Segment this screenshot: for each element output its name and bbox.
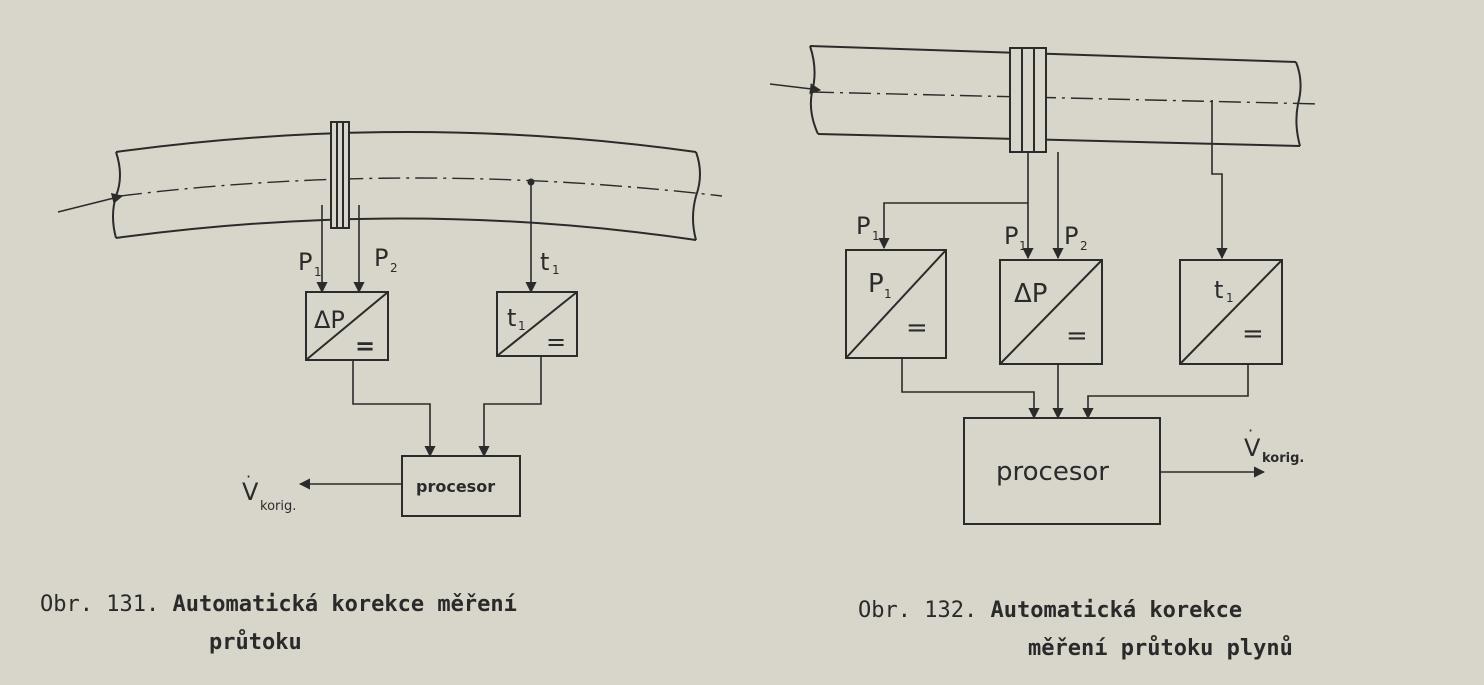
t-to-processor	[478, 356, 542, 458]
orifice-plate	[330, 121, 350, 229]
processor-label-left: procesor	[416, 477, 495, 496]
flow-inlet-arrow-right	[769, 83, 822, 95]
t-transducer-box-right	[1179, 259, 1283, 365]
caption-figure-132: Obr. 132. Automatická korekce měření prů…	[858, 592, 1293, 668]
dp-box-top-label: ΔP	[314, 306, 345, 334]
dp-transducer-box-right	[999, 259, 1103, 365]
dp-box-top-label-right: ΔP	[1014, 279, 1047, 309]
caption-132-line2: měření průtoku plynů	[1028, 636, 1293, 661]
figure-132	[769, 45, 1321, 525]
figure-131	[57, 121, 723, 517]
caption-131-number: Obr. 131.	[40, 592, 160, 617]
label-p1-left-right-sub: 1	[872, 229, 880, 243]
dp-box-bottom-label-right: =	[1066, 321, 1088, 351]
pipe-left-break	[112, 151, 121, 239]
caption-131-line2: průtoku	[209, 630, 302, 655]
caption-132-line1: Automatická korekce	[990, 598, 1243, 623]
label-p2-mid-sub: 2	[1080, 239, 1088, 253]
figure-132-labels: P 1 P 1 P 2 P 1 = ΔP = t 1 = procesor V …	[856, 212, 1304, 487]
processor-label-right: procesor	[996, 457, 1109, 487]
output-label-right: V	[1244, 434, 1261, 462]
caption-figure-131: Obr. 131. Automatická korekce měření prů…	[40, 586, 517, 662]
pipe-right-break	[692, 151, 701, 241]
t-box-top-label: t	[507, 304, 516, 332]
label-p2: P	[374, 244, 388, 272]
flow-inlet-arrow	[57, 193, 124, 213]
label-t1: t	[540, 248, 549, 276]
pipe-top-edge-right	[809, 45, 1297, 63]
t-box-top-sub: 1	[518, 319, 526, 333]
t-box-top-label-right: t	[1214, 276, 1223, 304]
p1-transducer-box	[845, 249, 947, 359]
label-p2-sub: 2	[390, 261, 398, 275]
t-transducer-box	[496, 291, 578, 357]
p1-to-processor	[901, 358, 1040, 420]
orifice-flange	[1009, 47, 1047, 153]
t-box-bottom-label: =	[546, 328, 566, 356]
output-dot-left: ·	[246, 467, 251, 486]
pipe-bottom-edge-right	[817, 133, 1301, 147]
t-box-bottom-label-right: =	[1242, 319, 1264, 349]
label-p1-left-right: P	[856, 212, 870, 240]
dp-transducer-box	[305, 291, 389, 361]
output-sub-left: korig.	[260, 499, 296, 514]
label-p1-mid-sub: 1	[1019, 239, 1027, 253]
pipe-centerline-right	[811, 91, 1321, 105]
pipe-centerline	[119, 177, 723, 197]
label-p1-sub: 1	[314, 265, 322, 279]
p1-box-bottom-label: =	[906, 313, 928, 343]
pipe-top-edge	[115, 131, 697, 153]
caption-131-line1: Automatická korekce měření	[172, 592, 517, 617]
caption-132-number: Obr. 132.	[858, 598, 978, 623]
t-line-right	[1211, 100, 1228, 260]
t-to-processor-right	[1082, 364, 1249, 420]
pipe-bottom-edge	[115, 217, 697, 241]
dp-to-processor	[352, 360, 436, 458]
output-dot-right: ·	[1248, 421, 1253, 440]
dp-box-bottom-label: =	[355, 332, 375, 360]
p1-box-top-sub: 1	[884, 287, 892, 301]
figure-131-labels: P 1 P 2 t 1 ΔP = t 1 = procesor V · kori…	[242, 244, 566, 514]
output-label-left: V	[242, 478, 259, 506]
processor-box-right	[963, 417, 1161, 525]
p1-box-top-label: P	[868, 269, 884, 299]
label-p1: P	[298, 248, 312, 276]
label-t1-sub: 1	[552, 263, 560, 277]
output-sub-right: korig.	[1262, 451, 1304, 466]
processor-box-left	[401, 455, 521, 517]
t-box-top-sub-right: 1	[1226, 291, 1234, 305]
label-p2-mid: P	[1064, 222, 1078, 250]
label-p1-mid: P	[1004, 222, 1018, 250]
p1-branch-left	[878, 202, 1028, 250]
